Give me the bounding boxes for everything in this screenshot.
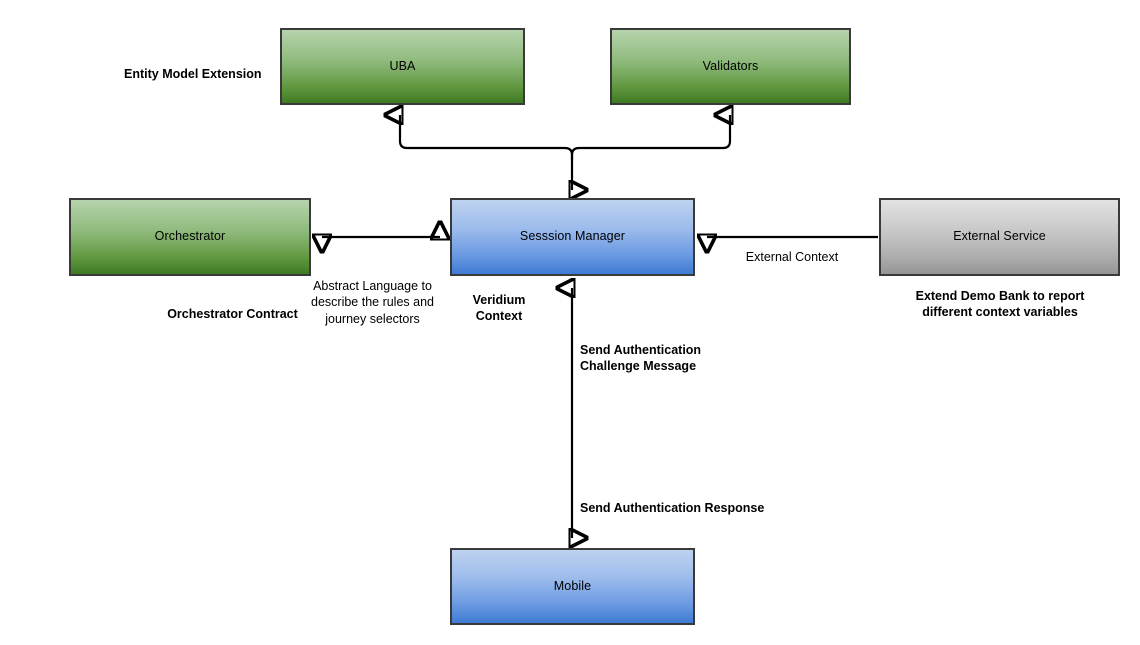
annotation-abstract-language: Abstract Language to describe the rules … bbox=[311, 279, 434, 326]
node-session-manager-label: Sesssion Manager bbox=[519, 229, 626, 244]
node-orchestrator[interactable]: Orchestrator bbox=[69, 198, 311, 276]
annotation-orchestrator-contract: Orchestrator Contract bbox=[167, 307, 298, 321]
annotation-extend-demo-bank: Extend Demo Bank to report different con… bbox=[915, 289, 1085, 320]
annotation-send-auth-response: Send Authentication Response bbox=[580, 501, 765, 515]
node-external-service[interactable]: External Service bbox=[879, 198, 1120, 276]
node-validators[interactable]: Validators bbox=[610, 28, 851, 105]
annotation-send-auth-challenge: Send Authentication Challenge Message bbox=[580, 343, 702, 374]
node-validators-label: Validators bbox=[702, 58, 759, 73]
annotation-external-context: External Context bbox=[745, 250, 839, 264]
node-external-service-label: External Service bbox=[953, 229, 1046, 244]
arrowhead-into-uba bbox=[400, 115, 574, 160]
arrowhead-into-validators bbox=[570, 115, 730, 160]
node-orchestrator-label: Orchestrator bbox=[154, 229, 226, 244]
node-mobile[interactable]: Mobile bbox=[450, 548, 695, 625]
node-uba[interactable]: UBA bbox=[280, 28, 525, 105]
edge-session-manager-to-uba-validators bbox=[400, 115, 730, 190]
node-uba-label: UBA bbox=[389, 58, 416, 73]
node-session-manager[interactable]: Sesssion Manager bbox=[450, 198, 695, 276]
annotation-veridium-context: Veridium Context bbox=[472, 293, 526, 324]
annotation-entity-model-extension: Entity Model Extension bbox=[124, 67, 262, 81]
node-mobile-label: Mobile bbox=[553, 578, 592, 593]
